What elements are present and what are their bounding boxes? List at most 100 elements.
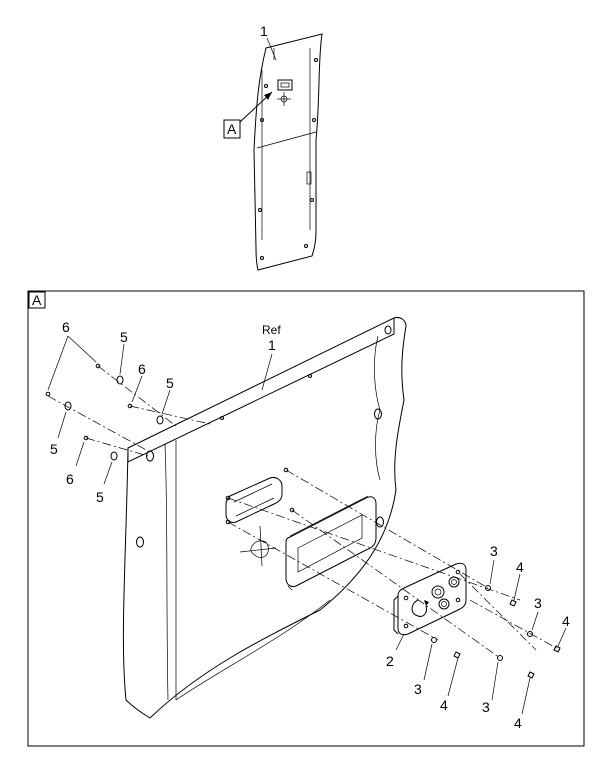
ref-number: 1	[268, 337, 276, 353]
hole	[308, 374, 312, 378]
assembly-line	[469, 599, 561, 651]
callout-4: 4	[440, 697, 448, 713]
center-line	[259, 525, 263, 567]
leader-3	[489, 559, 495, 585]
callout-2: 2	[386, 653, 394, 669]
gasket-thickness	[287, 495, 369, 591]
callout-5: 5	[120, 329, 128, 345]
leader-ref	[261, 353, 273, 391]
leader-5	[161, 389, 171, 415]
leader-4	[557, 627, 567, 647]
leader-3	[491, 661, 499, 701]
hole	[312, 118, 316, 122]
callout-4: 4	[562, 613, 570, 629]
gasket-inner	[297, 514, 363, 573]
knob-center	[441, 601, 447, 607]
panel-return-flange	[164, 440, 177, 701]
assembly-line	[227, 497, 521, 601]
callout-5: 5	[166, 375, 174, 391]
assembly-line	[97, 365, 177, 427]
hole	[260, 256, 264, 260]
callout-4: 4	[514, 715, 522, 731]
hole	[146, 450, 154, 462]
leader-5	[119, 343, 125, 375]
panel-cutout	[225, 477, 283, 523]
washer-3	[527, 631, 533, 637]
leader-6	[75, 441, 85, 467]
hole	[374, 408, 382, 420]
callout-5: 5	[50, 441, 58, 457]
callout-6: 6	[66, 471, 74, 487]
stud	[225, 495, 231, 501]
washer-5	[64, 401, 72, 411]
nut-4	[553, 645, 561, 653]
detail-label: A	[32, 292, 42, 308]
plate-hole	[403, 623, 409, 629]
washer-3	[497, 655, 503, 661]
hole	[310, 198, 314, 202]
washer-3	[431, 637, 437, 643]
hole	[136, 536, 144, 548]
center-line	[239, 547, 277, 553]
leader-5	[57, 411, 67, 439]
leader-4	[521, 677, 531, 715]
leader-3	[423, 643, 433, 681]
plate-hole	[403, 595, 409, 601]
callout-6: 6	[62, 319, 70, 335]
knob	[438, 598, 450, 610]
washer-5	[156, 415, 164, 425]
assembly-line	[285, 469, 489, 589]
reset-symbol	[411, 599, 427, 617]
stud	[289, 507, 295, 513]
view-ref-box	[223, 119, 241, 139]
screw-6	[45, 391, 51, 397]
leader-5	[103, 461, 113, 485]
hole	[260, 118, 264, 122]
assembly-line	[47, 395, 151, 453]
panel-inner-edge	[261, 48, 311, 240]
leader-6	[131, 375, 143, 403]
screw-6	[95, 363, 101, 369]
callout-5: 5	[96, 489, 104, 505]
reset-arrow	[424, 600, 429, 606]
panel-outline	[253, 33, 323, 271]
hole	[314, 58, 318, 62]
panel-bottom-curve	[175, 599, 331, 701]
panel-split-line	[256, 131, 317, 149]
washer-3	[485, 585, 491, 591]
control-plate-edge	[393, 595, 399, 635]
hole	[258, 208, 262, 212]
leader-3	[531, 611, 539, 631]
panel-top-edge	[127, 318, 395, 463]
nut-4	[527, 671, 535, 679]
leader-6	[47, 335, 69, 391]
detail-frame	[27, 290, 585, 747]
leader-4	[447, 657, 459, 697]
stud	[225, 519, 231, 525]
assembly-line	[85, 437, 149, 457]
crosshair	[280, 95, 288, 103]
ref-word: Ref	[262, 323, 281, 337]
gasket	[285, 496, 377, 587]
screw-6	[127, 403, 133, 409]
large-panel	[122, 317, 407, 719]
callout-4: 4	[516, 559, 524, 575]
callout-3: 3	[534, 595, 542, 611]
knob-center	[434, 588, 442, 596]
view-ref-label: A	[227, 121, 237, 137]
leader-1	[266, 37, 277, 61]
assembly-line	[129, 405, 211, 425]
hole	[304, 244, 308, 248]
callout-1-top: 1	[260, 23, 268, 39]
nut-4	[453, 651, 461, 659]
callout-3: 3	[414, 681, 422, 697]
screw-6	[83, 435, 89, 441]
hole	[264, 84, 268, 88]
panel-switch-inner	[280, 82, 290, 88]
view-arrow-head	[264, 92, 272, 100]
hole	[220, 416, 224, 420]
panel-right-flange	[374, 335, 381, 481]
assembly-line	[227, 521, 439, 641]
detail-view-a: A	[27, 290, 585, 747]
assembly-line	[291, 509, 501, 659]
